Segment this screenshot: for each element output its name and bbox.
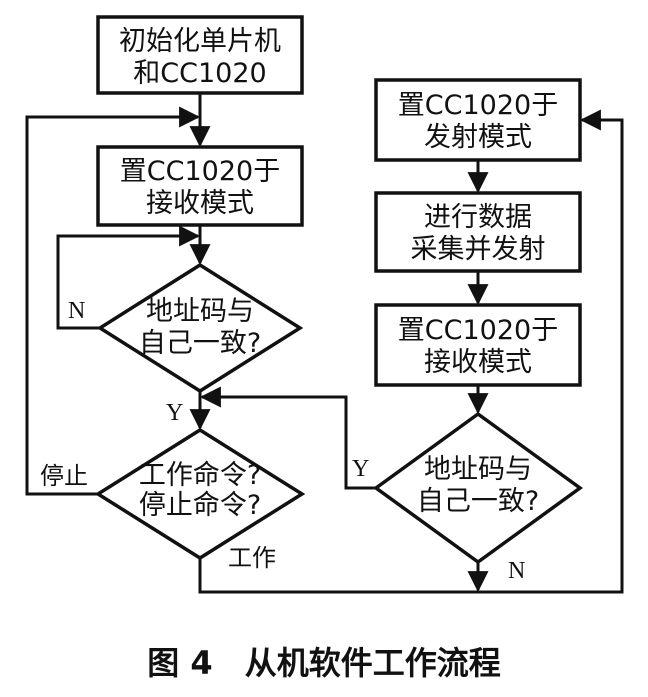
rx-mode-left-line-2: 接收模式 xyxy=(146,188,254,219)
label-n-left: N xyxy=(68,298,85,324)
rx-mode-right-box: 置CC1020于 接收模式 xyxy=(374,303,582,387)
collect-line-1: 进行数据 xyxy=(424,202,532,233)
work-path xyxy=(198,109,624,594)
collect-line-2: 采集并发射 xyxy=(411,234,546,265)
tx-mode-line-1: 置CC1020于 xyxy=(398,90,558,121)
init-line-1: 初始化单片机 xyxy=(119,26,281,57)
collect-box: 进行数据 采集并发射 xyxy=(374,191,582,273)
label-stop: 停止 xyxy=(40,462,88,490)
addr-right-line-1: 地址码与 xyxy=(424,454,532,485)
addr-left-line-1: 地址码与 xyxy=(146,296,254,327)
addr-left-line-2: 自己一致? xyxy=(139,328,261,359)
label-work: 工作 xyxy=(228,544,276,572)
addr-right-yes-path xyxy=(199,386,376,490)
cmd-line-1: 工作命令? xyxy=(139,460,261,491)
addr-left-no-loop xyxy=(56,225,201,330)
rx-mode-left-box: 置CC1020于 接收模式 xyxy=(96,145,304,227)
tx-mode-line-2: 发射模式 xyxy=(424,122,532,153)
label-y-left: Y xyxy=(166,400,183,426)
address-check-left-diamond: 地址码与 自己一致? xyxy=(96,262,304,394)
rx-mode-left-line-1: 置CC1020于 xyxy=(120,156,280,187)
rx-mode-right-line-1: 置CC1020于 xyxy=(398,315,558,346)
tx-mode-box: 置CC1020于 发射模式 xyxy=(374,78,582,162)
addr-right-line-2: 自己一致? xyxy=(417,486,539,517)
label-y-right: Y xyxy=(352,456,369,482)
init-box: 初始化单片机 和CC1020 xyxy=(96,15,304,95)
init-line-2: 和CC1020 xyxy=(133,58,266,89)
stop-loop xyxy=(25,106,201,496)
address-check-right-diamond: 地址码与 自己一致? xyxy=(373,411,583,565)
figure-caption: 图 4 从机软件工作流程 xyxy=(147,644,500,682)
command-check-diamond: 工作命令? 停止命令? xyxy=(94,427,306,561)
rx-mode-right-line-2: 接收模式 xyxy=(424,347,532,378)
label-n-right: N xyxy=(508,558,525,584)
cmd-line-2: 停止命令? xyxy=(139,490,261,521)
